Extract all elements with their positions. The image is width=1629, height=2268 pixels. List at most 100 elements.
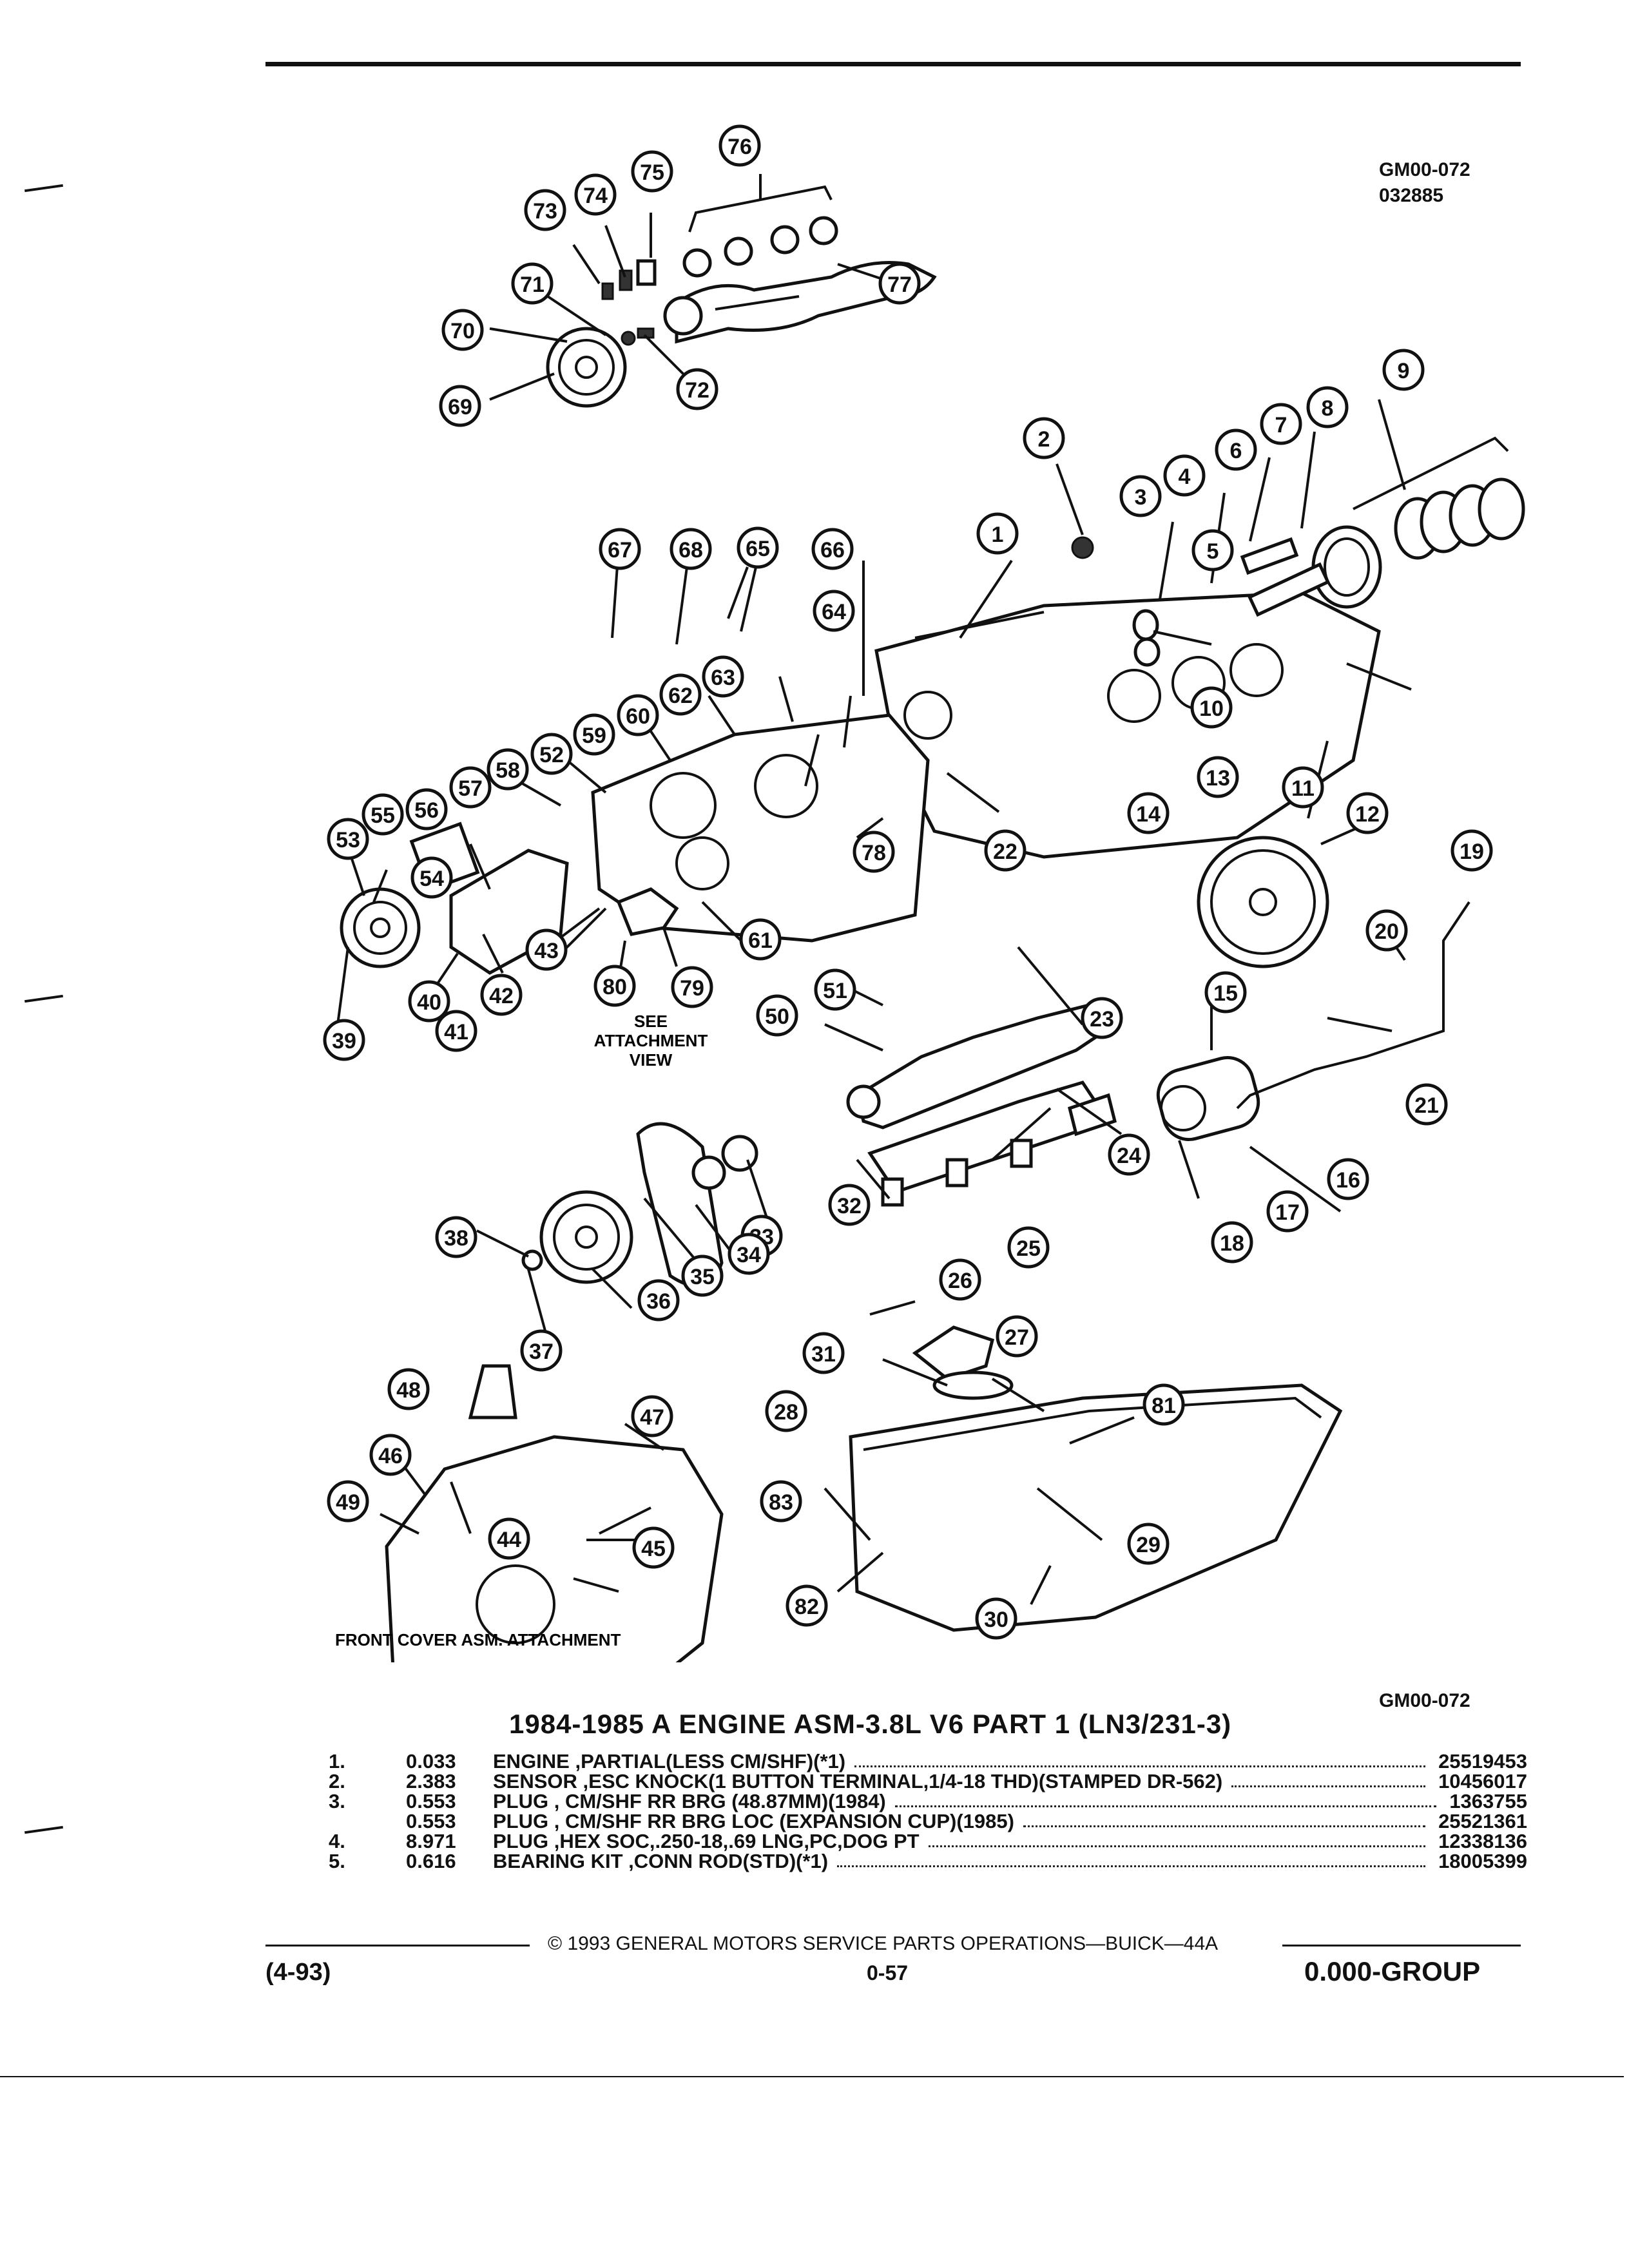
callout-circle (573, 713, 615, 756)
header-code-block: GM00-072 032885 (1379, 157, 1470, 209)
callout-number: 16 (1336, 1168, 1360, 1193)
date-code: 032885 (1379, 185, 1444, 206)
callout-18: 18 (1211, 1221, 1253, 1264)
callout-circle (1108, 1133, 1150, 1176)
callout-number: 45 (641, 1537, 666, 1561)
callout-55: 55 (361, 793, 404, 836)
callout-50: 50 (756, 994, 798, 1037)
footer-group: 0.000-GROUP (1304, 1956, 1481, 1986)
callout-circle (1204, 971, 1247, 1014)
callout-14: 14 (1127, 792, 1170, 834)
callout-6: 6 (1215, 428, 1257, 471)
callout-circle (739, 918, 782, 961)
leader-dots (895, 1791, 1436, 1807)
callout-number: 7 (1275, 413, 1287, 437)
callout-68: 68 (670, 528, 712, 570)
callout-circle (1119, 475, 1162, 517)
callout-number: 79 (680, 976, 704, 1001)
callout-21: 21 (1405, 1083, 1448, 1126)
callout-number: 26 (948, 1269, 972, 1293)
callout-number: 60 (626, 704, 650, 729)
callout-number: 81 (1152, 1394, 1176, 1418)
callout-circle (1282, 766, 1324, 809)
callout-number: 24 (1117, 1144, 1141, 1168)
callout-circle (1191, 529, 1234, 572)
callout-number: 35 (690, 1265, 715, 1289)
callout-circle (1346, 792, 1389, 834)
callout-number: 38 (444, 1226, 468, 1251)
callout-30: 30 (975, 1597, 1017, 1640)
callout-circle (361, 793, 404, 836)
figure-code: GM00-072 (1379, 159, 1470, 180)
callout-circle (617, 694, 659, 736)
callout-23: 23 (1081, 997, 1123, 1039)
dipstick-tube (1236, 901, 1470, 1110)
callout-72: 72 (676, 368, 718, 410)
callout-67: 67 (599, 528, 641, 570)
callout-number: 65 (746, 537, 770, 561)
callout-circle (387, 1368, 430, 1410)
callout-circle (1260, 403, 1302, 445)
part-number: 25519453 (1438, 1750, 1527, 1773)
callout-number: 74 (583, 184, 608, 208)
front-cover-group (340, 713, 930, 975)
callout-circle (524, 189, 566, 231)
callout-number: 78 (862, 841, 886, 865)
callout-number: 49 (336, 1490, 360, 1515)
callout-39: 39 (323, 1019, 365, 1061)
callout-circle (1211, 1221, 1253, 1264)
callout-number: 76 (728, 135, 752, 159)
footer-date: (4-93) (265, 1959, 331, 1986)
callout-71: 71 (511, 262, 554, 305)
callout-number: 43 (534, 939, 559, 963)
callout-circle (728, 1233, 770, 1275)
callout-number: 28 (774, 1400, 798, 1425)
footer-rule-right (1282, 1945, 1521, 1946)
callout-number: 14 (1136, 802, 1161, 827)
callout-number: 48 (396, 1378, 421, 1403)
callout-75: 75 (631, 150, 673, 193)
callout-circle (408, 980, 450, 1023)
callout-circle (984, 829, 1027, 872)
callout-number: 64 (822, 600, 846, 624)
callout-circle (410, 856, 453, 899)
callout-15: 15 (1204, 971, 1247, 1014)
callout-circle (1197, 756, 1239, 798)
leader-dots (1231, 1771, 1425, 1787)
callout-number: 6 (1230, 439, 1242, 463)
callout-number: 44 (497, 1528, 521, 1552)
callout-number: 20 (1374, 919, 1399, 944)
callout-9: 9 (1382, 349, 1425, 391)
callout-80: 80 (593, 965, 636, 1007)
callout-number: 40 (417, 990, 441, 1015)
part-number: 18005399 (1438, 1850, 1527, 1872)
callout-43: 43 (525, 928, 568, 971)
callout-circle (737, 526, 779, 569)
callout-79: 79 (671, 966, 713, 1008)
callout-51: 51 (814, 968, 856, 1011)
callout-32: 32 (828, 1184, 871, 1226)
callout-circle (765, 1390, 807, 1432)
callout-25: 25 (1007, 1226, 1050, 1269)
callout-number: 21 (1414, 1093, 1439, 1118)
callout-circle (435, 1010, 477, 1052)
callout-28: 28 (765, 1390, 807, 1432)
callout-number: 47 (640, 1405, 664, 1430)
callout-circle (480, 974, 523, 1016)
callout-circle (756, 994, 798, 1037)
callout-12: 12 (1346, 792, 1389, 834)
callout-circle (449, 766, 492, 809)
leader-dots (1023, 1811, 1425, 1827)
callout-circle (593, 965, 636, 1007)
callout-circle (878, 262, 921, 305)
callout-circle (1327, 1158, 1369, 1200)
callout-number: 82 (795, 1595, 819, 1619)
callout-number: 10 (1199, 697, 1224, 721)
callout-circle (676, 368, 718, 410)
callout-number: 29 (1136, 1533, 1161, 1557)
callout-5: 5 (1191, 529, 1234, 572)
flexplate (1197, 836, 1329, 968)
callout-number: 22 (993, 840, 1017, 864)
callout-number: 31 (811, 1342, 836, 1367)
